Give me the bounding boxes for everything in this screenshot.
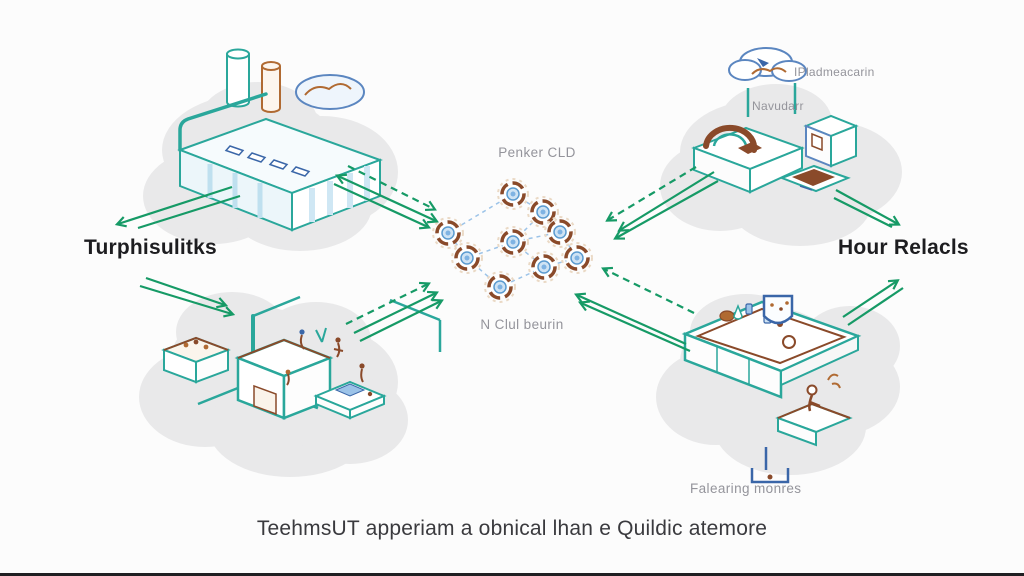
cloud-top-left [143, 48, 398, 251]
network-node [497, 226, 529, 258]
cloud-upload-icon [728, 47, 807, 82]
figure-group [285, 327, 365, 386]
cloud-top-right [660, 47, 902, 246]
bottom-edge-bar [0, 573, 1024, 576]
network-node [484, 271, 516, 303]
page-caption: TeehmsUT apperiam a obnical lhan e Quild… [256, 517, 768, 540]
top-right-caption-secondary: Navudarr [752, 99, 804, 113]
network-node [432, 217, 464, 249]
flow-arrow [333, 182, 428, 227]
machine-arch [703, 124, 758, 153]
flow-arrow [137, 194, 241, 230]
center-cluster-subtitle: N Clul beurin [480, 317, 564, 332]
machine-room-illustration [691, 47, 859, 194]
flow-arrows [118, 165, 904, 353]
shield-icon [762, 294, 794, 325]
flow-arrow [139, 284, 232, 314]
flow-arrow [620, 171, 715, 230]
flow-arrow [118, 185, 233, 224]
network-node [451, 242, 483, 274]
left-flow-label: Turphisulitks [84, 236, 217, 259]
flow-arrow [833, 197, 893, 228]
network-node [528, 251, 560, 283]
cloud-bottom-left [139, 292, 442, 477]
bottom-right-caption: Falearing monres [690, 481, 802, 496]
center-cluster-title: Penker CLD [498, 145, 576, 160]
flow-arrow [359, 301, 441, 342]
workshop-illustration [161, 295, 442, 420]
wall-pillars-left [207, 164, 263, 218]
flow-arrow [616, 180, 719, 238]
flow-arrow [835, 189, 898, 224]
roof-windows [224, 145, 311, 177]
network-edge [512, 193, 544, 213]
network-cluster [432, 178, 593, 303]
cloud-bottom-right [656, 294, 900, 484]
smoke-blob [295, 74, 365, 110]
flow-arrow [345, 284, 428, 325]
right-flow-label: Hour Relacls [838, 236, 969, 259]
factory-illustration [177, 48, 383, 232]
network-edge [543, 257, 578, 268]
flow-arrow [842, 281, 897, 318]
flow-arrow [353, 293, 436, 334]
flow-arrow [847, 287, 904, 326]
lab-bench-illustration [681, 294, 862, 484]
network-node [561, 242, 593, 274]
network-node [527, 196, 559, 228]
flow-arrow [577, 295, 687, 346]
flow-arrow [145, 276, 225, 305]
flow-arrow [604, 269, 695, 314]
flow-arrow [338, 176, 436, 221]
flow-arrow [608, 166, 697, 220]
network-node [497, 178, 529, 210]
network-node [544, 216, 576, 248]
flow-arrow [581, 303, 691, 353]
top-right-caption-primary: IPladmeacarin [794, 65, 875, 79]
